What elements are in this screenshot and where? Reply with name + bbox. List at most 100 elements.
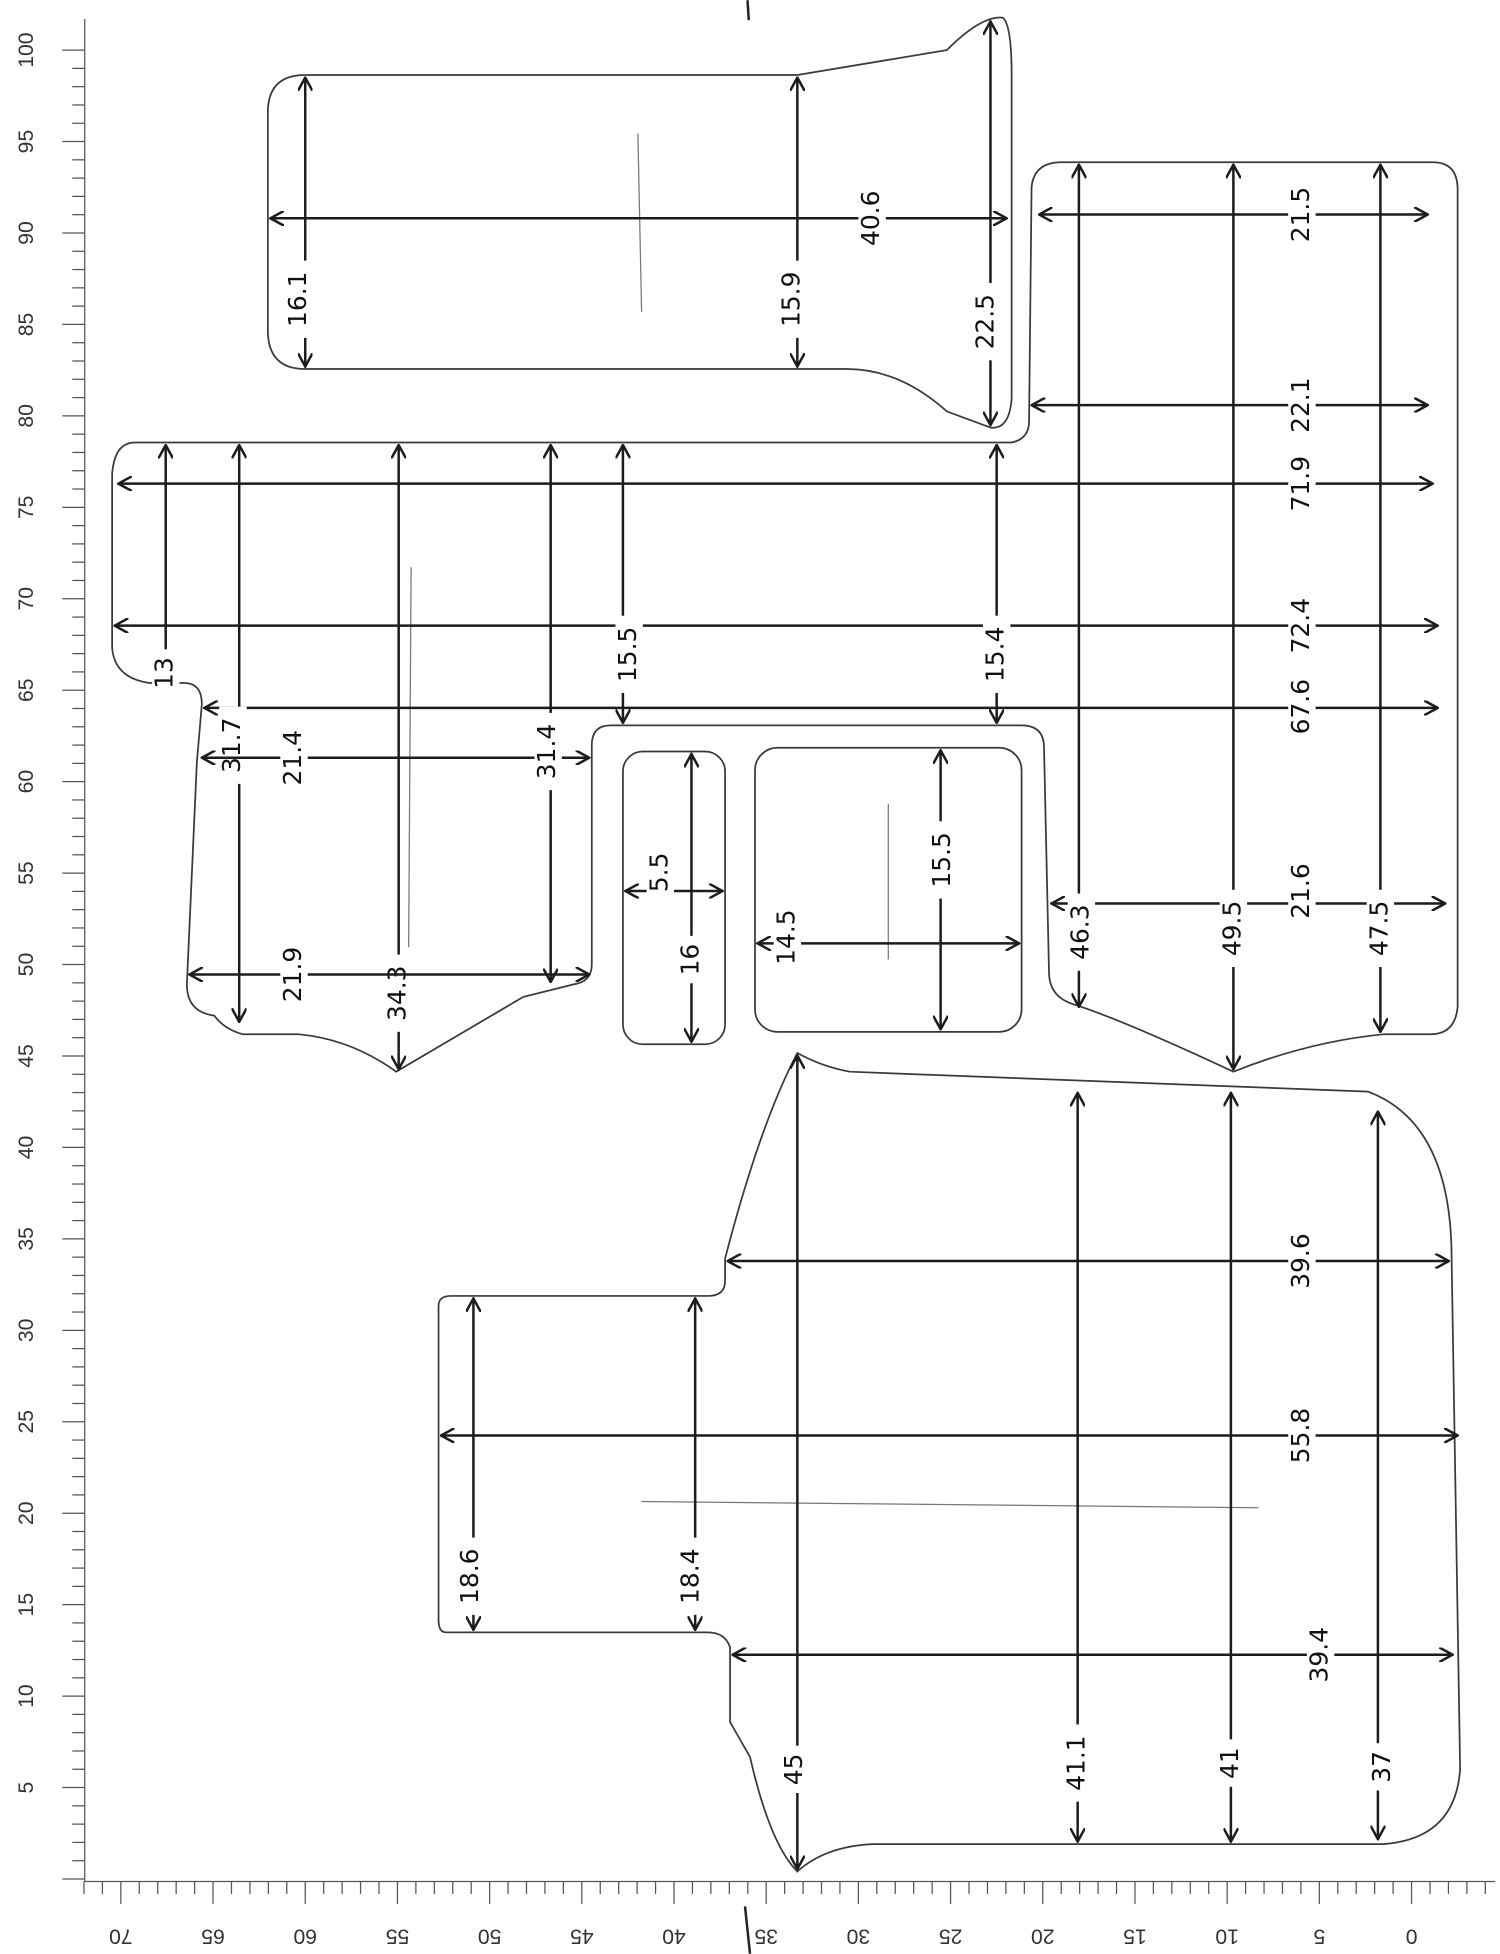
dimension-p3-top: 21.5 [1039,175,1428,254]
label-backdrop [1063,1724,1092,1802]
dimension-small-h: 16 [675,754,706,1042]
dimension-label: 45 [779,1754,808,1786]
left-ruler-label: 90 [15,221,38,245]
label-backdrop [151,649,180,697]
pattern-piece-medium [754,746,1023,1033]
label-backdrop [1217,1739,1245,1787]
dimension-label: 71.9 [1286,456,1315,511]
left-ruler-label: 35 [15,1227,38,1251]
label-backdrop [773,898,802,976]
dimension-p2-w5: 15.4 [981,445,1011,723]
left-ruler-label: 50 [15,953,38,977]
label-backdrop [285,260,313,338]
bottom-ruler-label: 35 [754,1924,778,1947]
label-backdrop [1288,1396,1316,1475]
dimension-label: 18.6 [455,1549,484,1604]
dimension-p2-w3: 31.4 [532,445,562,982]
left-ruler-label: 10 [15,1684,38,1708]
label-backdrop [1288,1222,1316,1300]
bottom-ruler-label: 50 [478,1924,502,1947]
dimension-label: 39.4 [1305,1627,1334,1682]
dimension-label: 41.1 [1062,1735,1091,1790]
label-backdrop [1288,366,1316,444]
label-backdrop [280,935,308,1014]
dimension-med-h: 15.5 [927,750,957,1029]
label-backdrop [615,615,643,693]
dimension-p2-notch: 13 [150,445,180,697]
dimension-p1-width-mid: 15.9 [776,77,807,366]
label-backdrop [457,1537,485,1615]
label-backdrop [973,283,1001,361]
left-ruler-label: 75 [15,496,38,520]
dimension-p4-w2: 41.1 [1062,1093,1092,1842]
bottom-ruler-label: 40 [662,1924,686,1947]
pencil-marks [408,0,1259,1954]
dimension-p2-w4: 15.5 [613,445,643,723]
dimension-p-len-b: 72.4 [115,587,1438,665]
dimension-p4-tab2: 18.4 [675,1298,706,1629]
dimension-p4-l2: 55.8 [441,1396,1458,1475]
label-backdrop [1288,852,1316,930]
dimension-label: 15.9 [776,272,805,327]
bottom-ruler-label: 60 [293,1924,317,1947]
left-ruler-label: 95 [15,130,38,154]
dimension-label: 16 [675,944,704,976]
dimension-label: 31.4 [532,724,561,779]
dimension-p4-tab1: 18.6 [455,1298,485,1629]
left-ruler-label: 55 [15,861,38,885]
dimension-p4-l1: 39.6 [728,1222,1449,1300]
dimension-label: 15.5 [613,627,642,682]
label-backdrop [1288,668,1316,746]
dimension-p4-w4: 37 [1367,1112,1397,1840]
bottom-ruler-label: 25 [939,1924,963,1947]
dimension-label: 55.8 [1286,1408,1315,1463]
label-backdrop [929,821,957,899]
dimension-label: 18.4 [675,1549,704,1604]
dimension-label: 72.4 [1286,598,1315,653]
left-ruler-label: 60 [15,770,38,794]
dimension-label: 47.5 [1364,901,1393,956]
pattern-piece-top [266,16,1013,429]
left-ruler-label: 85 [15,313,38,337]
dimension-p4-l3: 39.4 [733,1616,1453,1694]
bottom-ruler-label: 30 [847,1924,871,1947]
dimension-p3-w1: 46.3 [1065,165,1096,1007]
left-ruler-label: 40 [15,1136,38,1160]
dimension-label: 67.6 [1286,679,1315,734]
label-backdrop [1288,175,1316,254]
dimension-label: 16.1 [283,272,312,327]
label-backdrop [677,935,706,984]
pattern-piece-middle [111,161,1459,1073]
dimension-label: 21.6 [1286,863,1315,918]
dimension-label: 41 [1215,1747,1244,1779]
dimension-label: 39.6 [1286,1233,1315,1288]
dimension-p3-w3: 47.5 [1364,165,1395,1032]
dimension-p1-length: 40.6 [270,179,1006,257]
label-backdrop [219,706,247,784]
left-ruler-label: 70 [15,587,38,611]
label-backdrop [858,179,886,257]
label-backdrop [1219,889,1248,968]
left-ruler-label: 25 [15,1410,38,1434]
dimension-label: 31.7 [217,718,246,773]
dimension-label: 37 [1367,1751,1396,1783]
dimension-label: 15.5 [927,832,956,887]
label-backdrop [1288,445,1316,523]
dimension-label: 40.6 [856,191,885,246]
left-ruler-label: 20 [15,1501,38,1525]
dimension-label: 13 [150,657,179,689]
dimension-label: 22.5 [971,294,1000,349]
label-backdrop [280,719,308,797]
bottom-ruler-label: 15 [1123,1924,1147,1947]
bottom-ruler-label: 5 [1313,1924,1325,1947]
label-backdrop [1288,587,1316,665]
label-backdrop [781,1745,809,1794]
label-backdrop [1369,1743,1397,1791]
left-ruler-label: 80 [15,404,38,428]
rulers: 5101520253035404550556065707580859095100… [15,18,1496,1947]
dimension-p2-h1: 21.4 [202,719,589,797]
dimension-p4-w3: 41 [1215,1093,1245,1842]
dimension-label: 46.3 [1065,904,1094,959]
